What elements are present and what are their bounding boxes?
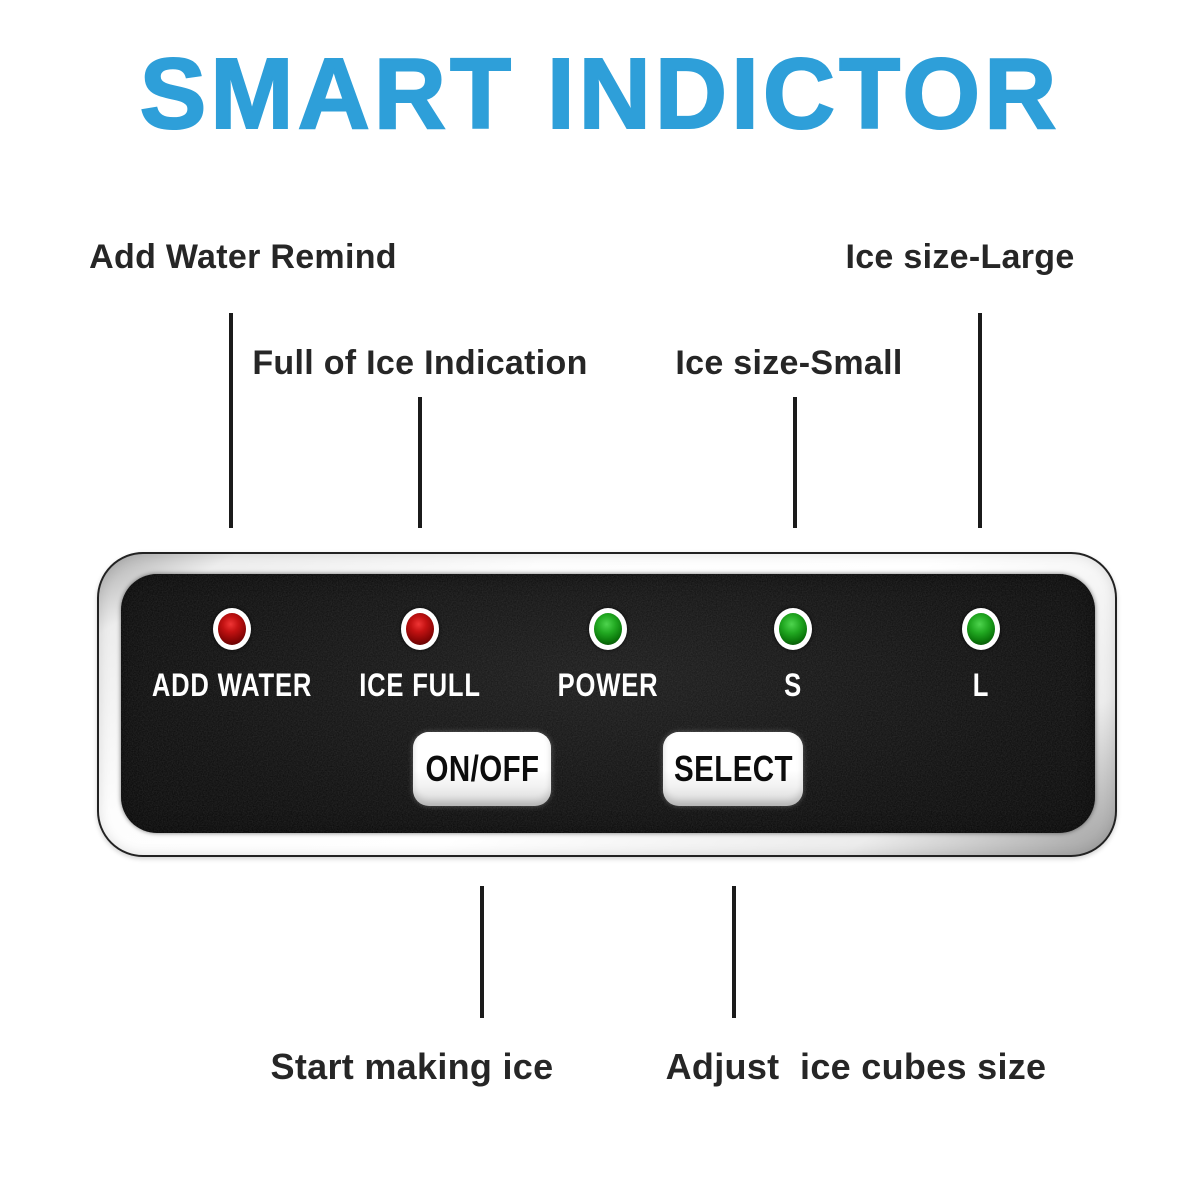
connector-line-add-water — [229, 313, 233, 528]
page-title: SMART INDICTOR — [139, 38, 1061, 150]
select-button-label: SELECT — [673, 748, 793, 789]
led-label-s: S — [784, 667, 802, 703]
connector-line-adjust-ice-size — [732, 886, 736, 1018]
connector-line-start-making-ice — [480, 886, 484, 1018]
connector-line-size-small — [793, 397, 797, 528]
callout-ice-size-small: Ice size-Small — [675, 344, 903, 382]
led-size-large — [962, 608, 1000, 650]
led-power — [589, 608, 627, 650]
connector-line-ice-full — [418, 397, 422, 528]
callout-start-making-ice: Start making ice — [270, 1046, 554, 1087]
led-label-l: L — [972, 667, 990, 703]
on-off-button-label: ON/OFF — [425, 748, 539, 789]
control-panel-bezel — [97, 552, 1117, 857]
connector-line-size-large — [978, 313, 982, 528]
led-size-small — [774, 608, 812, 650]
callout-full-of-ice: Full of Ice Indication — [252, 344, 588, 382]
led-label-add-water: ADD WATER — [151, 667, 313, 703]
on-off-button[interactable]: ON/OFF — [413, 732, 551, 806]
led-label-power: POWER — [557, 667, 659, 703]
select-button[interactable]: SELECT — [663, 732, 803, 806]
callout-ice-size-large: Ice size-Large — [845, 238, 1075, 276]
led-ice-full — [401, 608, 439, 650]
led-label-ice-full: ICE FULL — [359, 667, 481, 703]
callout-add-water-remind: Add Water Remind — [89, 238, 397, 276]
led-add-water — [213, 608, 251, 650]
callout-adjust-ice-cubes-size: Adjust ice cubes size — [665, 1046, 1047, 1087]
